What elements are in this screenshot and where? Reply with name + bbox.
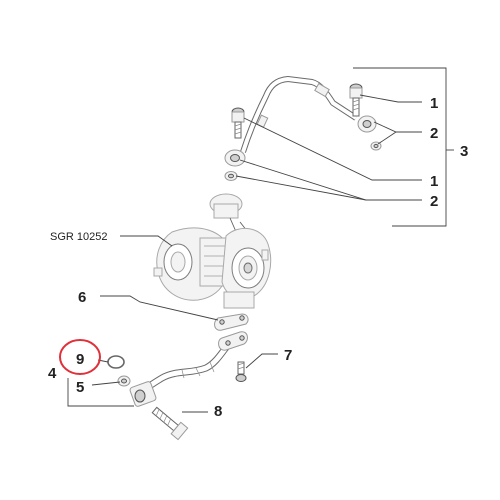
callout-7: 7 [284, 347, 292, 364]
callout-labels: 1 2 3 1 2 SGR 10252 6 9 7 4 5 8 [48, 95, 468, 420]
lower-banjo-fitting [224, 149, 246, 167]
callout-2-lower: 2 [430, 193, 438, 210]
turbocharger [153, 193, 272, 309]
highlight-circle [59, 339, 101, 375]
upper-banjo-bolt [349, 83, 363, 117]
upper-oil-feed-pipe [240, 75, 358, 153]
turbo-side-washer [224, 171, 238, 181]
oil-return-pipe [129, 331, 248, 407]
leader-lines [67, 67, 454, 413]
callout-5: 5 [76, 379, 84, 396]
callout-3: 3 [460, 143, 468, 160]
turbo-side-banjo-bolt [231, 107, 245, 139]
callout-9: 9 [76, 351, 84, 368]
callout-1-lower: 1 [430, 173, 438, 190]
oil-return-gasket [214, 313, 249, 331]
seal-washer [117, 375, 131, 387]
callout-1-upper: 1 [430, 95, 438, 112]
callout-2-upper: 2 [430, 125, 438, 142]
flange-bolt [235, 361, 247, 382]
callout-8: 8 [214, 403, 222, 420]
union-bolt [151, 406, 189, 441]
callout-4: 4 [48, 365, 57, 382]
o-ring [107, 355, 125, 369]
reference-code: SGR 10252 [50, 231, 107, 243]
upper-banjo-fitting [357, 115, 377, 133]
callout-6: 6 [78, 289, 86, 306]
